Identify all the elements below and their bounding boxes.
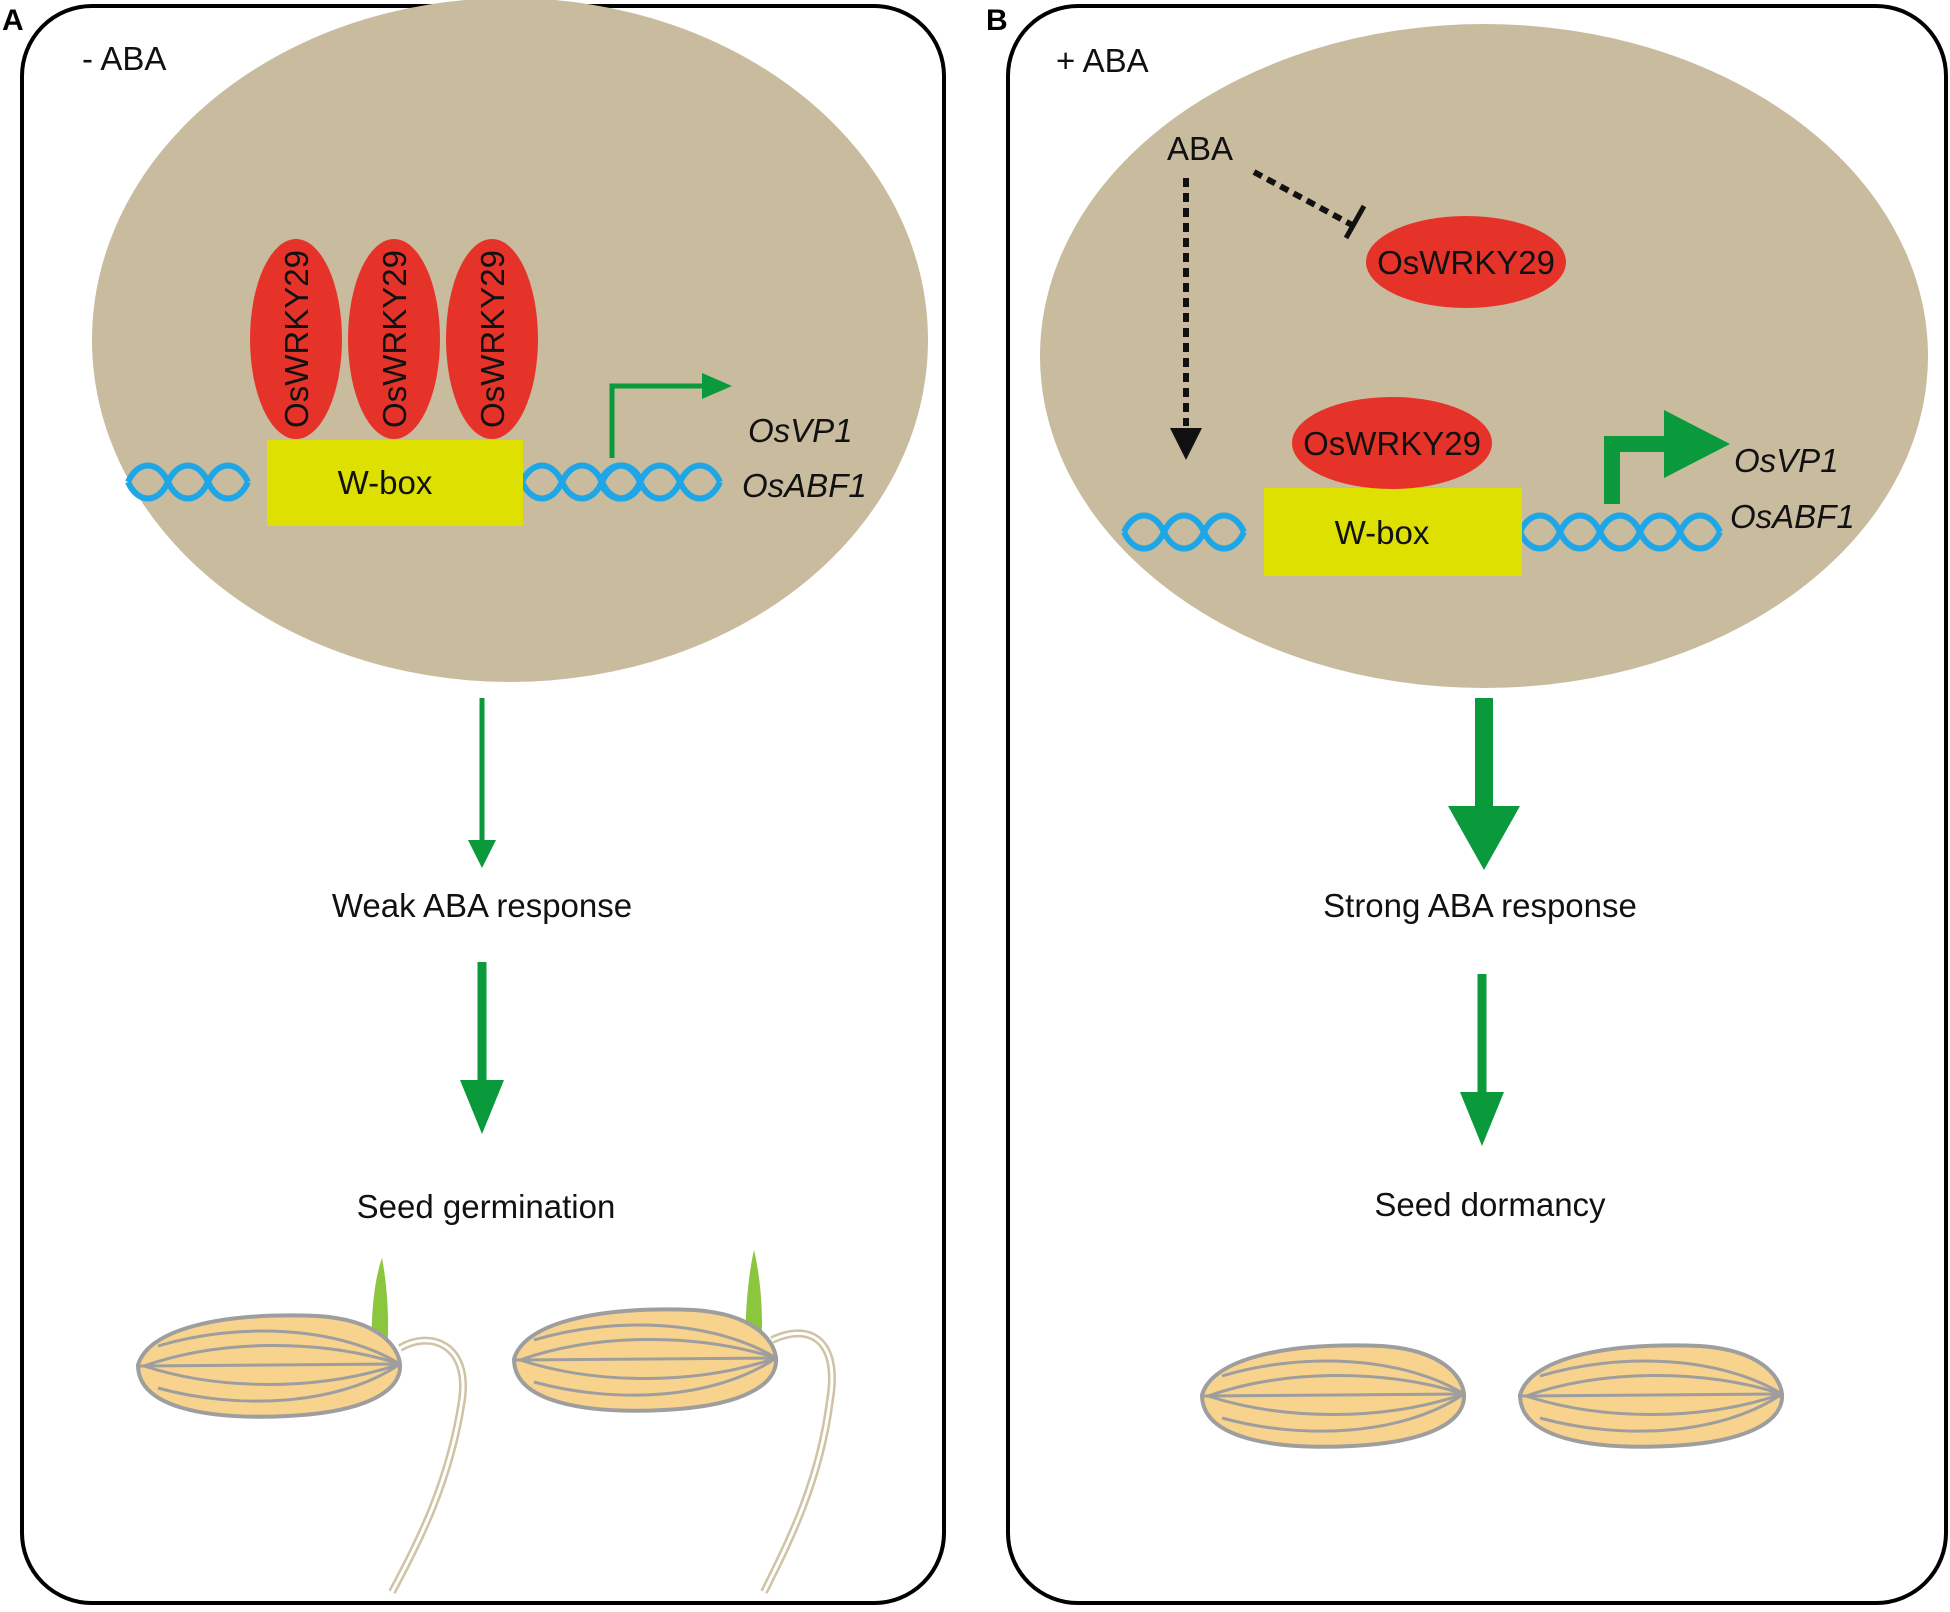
- panel-b-protein-bound-label: OsWRKY29: [1303, 425, 1481, 462]
- panel-a-response: Weak ABA response: [332, 887, 632, 924]
- panel-b-protein-free: OsWRKY29: [1366, 216, 1566, 308]
- panel-b-transcription-arrow: [1604, 410, 1730, 504]
- panel-b-protein-bound: OsWRKY29: [1292, 397, 1492, 489]
- panel-a-protein-2-label: OsWRKY29: [376, 250, 413, 428]
- panel-b-condition: + ABA: [1056, 42, 1149, 79]
- panel-b: B + ABA ABA OsWRKY29 W-box OsWRKY29: [986, 4, 1948, 1605]
- panel-b-seed-2: [1518, 1343, 1785, 1449]
- panel-a-transcription-arrow: [609, 373, 732, 458]
- panel-a-arrow-1: [468, 698, 496, 868]
- panel-b-outcome: Seed dormancy: [1374, 1186, 1606, 1223]
- panel-a-gene-1: OsVP1: [748, 412, 853, 449]
- panel-b-gene-2: OsABF1: [1730, 498, 1855, 535]
- panel-b-gene-1: OsVP1: [1734, 442, 1839, 479]
- panel-b-response: Strong ABA response: [1323, 887, 1637, 924]
- panel-a-gene-2: OsABF1: [742, 467, 867, 504]
- panel-a-wbox: [267, 440, 523, 526]
- panel-a-seed-2: [512, 1250, 836, 1594]
- panel-a-letter: A: [2, 4, 24, 37]
- panel-a-condition: - ABA: [82, 40, 166, 77]
- panel-b-aba-activation: [1170, 178, 1202, 460]
- panel-b-aba-inhibition: [1252, 169, 1367, 240]
- panel-a-protein-3: OsWRKY29: [446, 239, 538, 439]
- panel-a-wbox-label: W-box: [338, 464, 433, 501]
- panel-b-letter: B: [986, 4, 1008, 37]
- panel-b-wbox-label: W-box: [1335, 514, 1430, 551]
- panel-a-protein-3-label: OsWRKY29: [474, 250, 511, 428]
- panel-a-protein-1-label: OsWRKY29: [278, 250, 315, 428]
- panel-b-nucleus: [1040, 24, 1928, 688]
- panel-b-seed-1: [1200, 1343, 1467, 1449]
- panel-b-protein-free-label: OsWRKY29: [1377, 244, 1555, 281]
- panel-b-wbox: [1264, 488, 1522, 576]
- panel-a-protein-2: OsWRKY29: [348, 239, 440, 439]
- panel-a-arrow-2: [460, 962, 504, 1134]
- panel-b-arrow-1: [1448, 698, 1520, 870]
- panel-a-protein-1: OsWRKY29: [250, 239, 342, 439]
- panel-b-aba-label: ABA: [1167, 130, 1233, 167]
- panel-a: A - ABA W-box OsWRKY29 OsWRKY29 OsWRKY29…: [2, 0, 946, 1605]
- panel-a-outcome: Seed germination: [357, 1188, 616, 1225]
- panel-b-arrow-2: [1460, 974, 1504, 1146]
- panel-a-seed-1: [136, 1258, 468, 1594]
